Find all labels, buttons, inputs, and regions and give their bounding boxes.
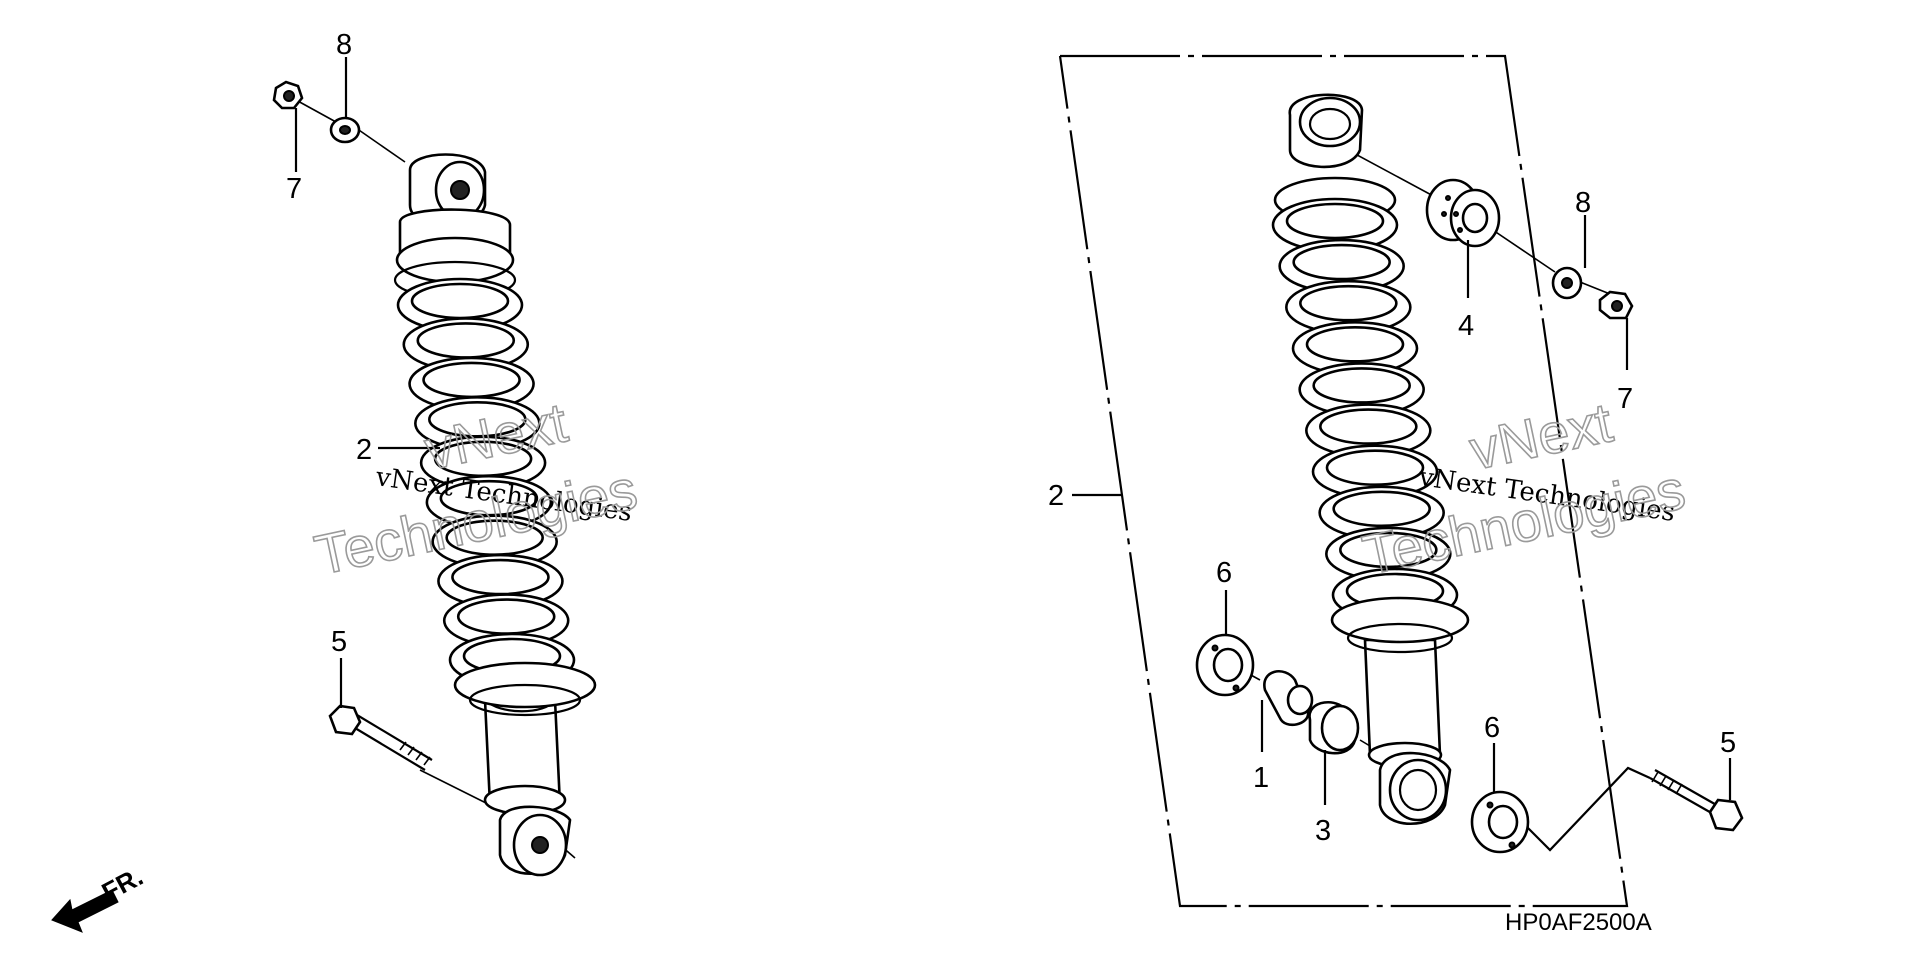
right-label-6b: 6 — [1484, 712, 1500, 744]
left-label-7: 7 — [286, 173, 302, 205]
spring-coil-inner — [410, 282, 510, 320]
flange-nut-icon — [1598, 290, 1634, 320]
spring-coil-inner — [451, 558, 550, 596]
right-label-3: 3 — [1315, 815, 1331, 847]
flange-nut-icon — [272, 80, 304, 110]
right-shock-assembly — [1195, 93, 1744, 854]
right-label-5: 5 — [1720, 727, 1736, 759]
left-shock-assembly — [272, 57, 597, 877]
spring-coil-inner — [416, 322, 516, 359]
top-eye-icon — [1288, 93, 1364, 169]
spring-coil-inner — [1292, 243, 1391, 281]
front-direction-arrow-icon: FR. — [51, 861, 148, 933]
bolt-icon — [328, 704, 433, 771]
svg-text:vNext: vNext — [1464, 390, 1618, 481]
bolt-icon — [1649, 769, 1744, 832]
right-label-2: 2 — [1048, 480, 1064, 512]
spring-coil-inner — [422, 361, 521, 399]
right-label-7: 7 — [1617, 383, 1633, 415]
spring-coil-inner — [1299, 284, 1398, 322]
spring-coil-inner — [1332, 490, 1431, 528]
bearing-icon — [1470, 790, 1530, 854]
washer-icon — [329, 116, 361, 144]
spring-coil-inner — [456, 598, 556, 635]
spring-coil-inner — [1312, 367, 1411, 404]
left-label-2: 2 — [356, 434, 372, 466]
bottom-eye-icon — [1378, 751, 1452, 825]
coil-spring — [396, 277, 576, 688]
right-label-8: 8 — [1575, 187, 1591, 219]
assembly-frame — [1058, 54, 1629, 908]
washer-icon — [1551, 266, 1583, 300]
left-label-5: 5 — [331, 626, 347, 658]
spacer-icon — [1263, 670, 1314, 727]
right-label-4: 4 — [1458, 310, 1474, 342]
diagram-code: HP0AF2500A — [1505, 909, 1652, 936]
spring-coil-inner — [1319, 408, 1418, 445]
collar-icon — [1425, 178, 1501, 248]
spring-coil-inner — [1339, 531, 1438, 569]
spring-coil-inner — [1325, 449, 1425, 486]
right-label-6a: 6 — [1216, 557, 1232, 589]
right-label-1: 1 — [1253, 762, 1269, 794]
shock-absorber-icon — [393, 153, 597, 877]
spring-coil-inner — [1305, 326, 1405, 363]
spring-coil-inner — [1285, 202, 1385, 240]
coil-spring — [1271, 197, 1459, 623]
left-label-8: 8 — [336, 29, 352, 61]
bearing-icon — [1195, 633, 1255, 697]
dust-seal-icon — [1308, 700, 1360, 755]
